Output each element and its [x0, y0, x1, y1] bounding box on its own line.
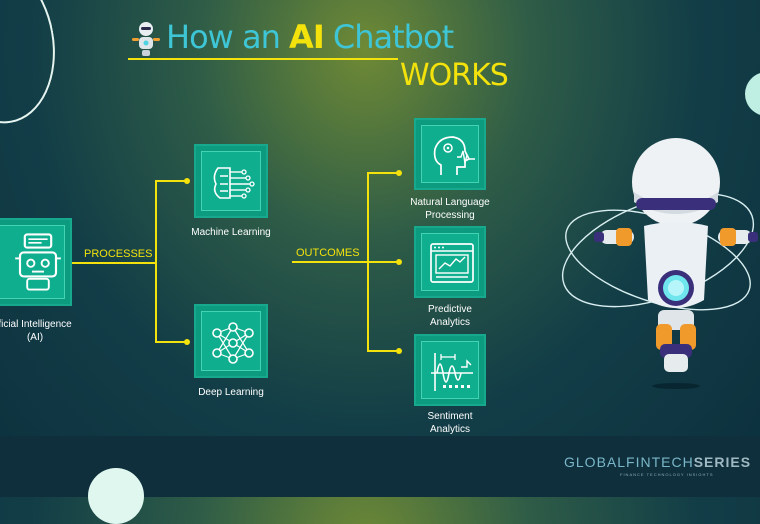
circuit-brain-icon: [194, 144, 268, 218]
robot-illustration: [561, 138, 758, 389]
brand-tagline: FINANCE TECHNOLOGY INSIGHTS: [620, 472, 714, 477]
decorative-circle: [745, 72, 760, 116]
robot-monitor-icon: [0, 218, 72, 306]
analytics-dashboard-icon: [414, 226, 486, 298]
title-line-2: WORKS: [400, 58, 509, 93]
brand-logo: GLOBALFINTECHSERIES: [564, 454, 752, 470]
decorative-circle: [88, 468, 144, 524]
head-waveform-icon: [414, 118, 486, 190]
connector-dot: [184, 339, 190, 345]
label-deep-learning: Deep Learning: [198, 387, 264, 398]
decorative-arc: [0, 0, 68, 133]
connector-line: [292, 261, 368, 263]
connector-dot: [396, 259, 402, 265]
connector-line: [155, 180, 187, 182]
connector-line: [367, 261, 399, 263]
label-natural-language-processing: Natural Language Processing: [410, 197, 490, 221]
label-predictive-analytics: Predictive Analytics: [428, 304, 472, 328]
title: How an AI Chatbot WORKS: [128, 18, 509, 93]
connector-line: [367, 172, 399, 174]
sentiment-signal-icon: [414, 334, 486, 406]
connector-dot: [184, 178, 190, 184]
connector-dot: [396, 170, 402, 176]
outcomes-label: OUTCOMES: [296, 247, 360, 259]
label-sentiment-analytics: Sentiment Analytics: [427, 411, 473, 435]
title-line-1: How an AI Chatbot: [166, 18, 454, 56]
connector-line: [72, 262, 156, 264]
mini-robot-icon: [132, 22, 160, 56]
processes-label: PROCESSES: [84, 248, 153, 260]
connector-line: [155, 180, 157, 343]
neural-network-icon: [194, 304, 268, 378]
node-artificial-intelligence: [0, 218, 72, 358]
label-machine-learning: Machine Learning: [191, 227, 271, 238]
title-underline: [128, 58, 398, 60]
connector-line: [155, 341, 187, 343]
label-artificial-intelligence: ficial Intelligence (AI): [0, 319, 72, 343]
connector-dot: [396, 348, 402, 354]
title-highlight: AI: [289, 18, 325, 56]
connector-line: [367, 350, 399, 352]
